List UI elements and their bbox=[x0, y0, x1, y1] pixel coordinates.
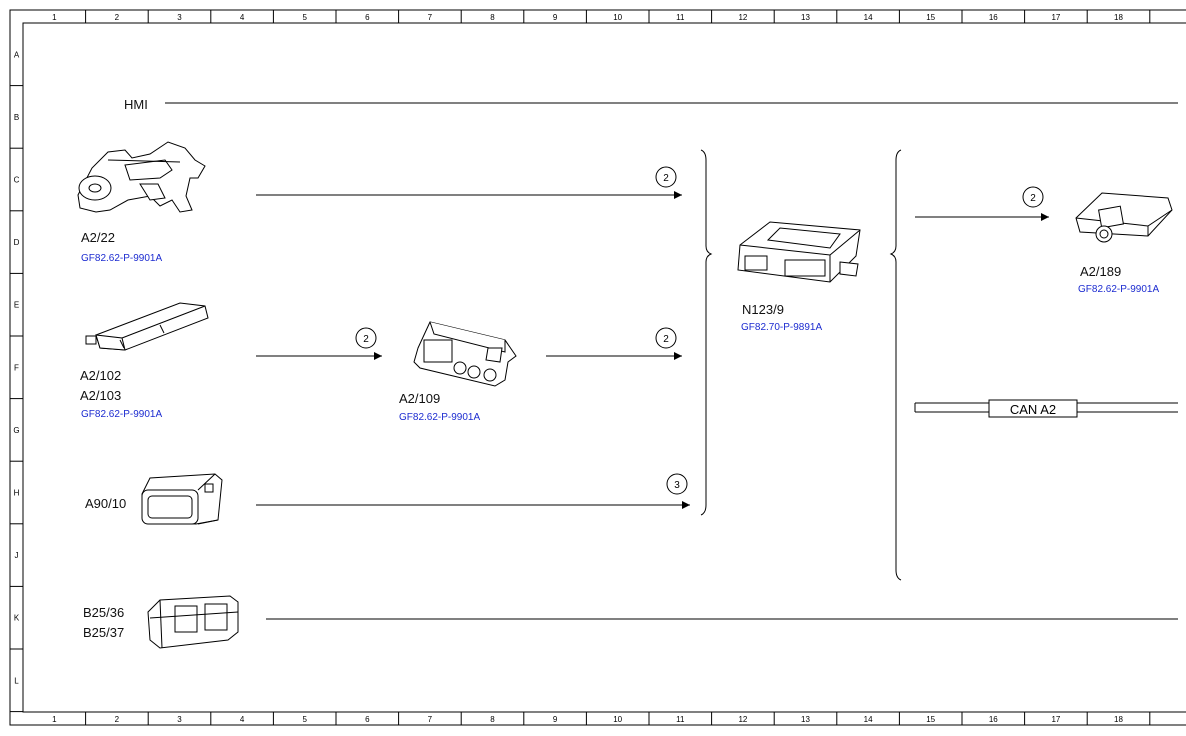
a2-102-component-image bbox=[85, 302, 209, 351]
a2-22-component-image bbox=[77, 141, 206, 213]
grid-row-label: H bbox=[14, 489, 20, 498]
grid-row-label: A bbox=[14, 50, 20, 59]
grid-ticks bbox=[10, 10, 1151, 725]
b25-component-image bbox=[147, 595, 239, 649]
grid-column-label: 11 bbox=[676, 13, 685, 22]
grid-column-label: 17 bbox=[1051, 13, 1060, 22]
grid-column-label: 11 bbox=[676, 715, 685, 724]
a2-102-label: A2/102 bbox=[80, 368, 122, 383]
a2-109-component-image bbox=[413, 321, 517, 387]
grid-labels: 1122334455667788991010111112121313141415… bbox=[13, 13, 1123, 724]
a2-189-component-image bbox=[1075, 192, 1173, 243]
svg-text:2: 2 bbox=[663, 173, 669, 184]
grid-column-label: 8 bbox=[490, 13, 495, 22]
a2-109-ref-link[interactable]: GF82.62-P-9901A bbox=[399, 412, 481, 423]
svg-text:2: 2 bbox=[1030, 193, 1036, 204]
grid-column-label: 14 bbox=[864, 13, 873, 22]
grid-row-label: B bbox=[14, 113, 19, 122]
grid-column-label: 15 bbox=[926, 715, 935, 724]
b25-36-label: B25/36 bbox=[83, 605, 125, 620]
a90-10-label: A90/10 bbox=[85, 496, 127, 511]
grid-row-label: L bbox=[14, 676, 19, 685]
grid-column-label: 13 bbox=[801, 13, 810, 22]
grid-row-label: F bbox=[14, 363, 19, 372]
grid-row-label: G bbox=[13, 426, 19, 435]
a2-189-label: A2/189 bbox=[1080, 264, 1122, 279]
drawing-inner-frame bbox=[22, 22, 1186, 713]
can-label-box bbox=[988, 399, 1078, 418]
grid-column-label: 3 bbox=[177, 13, 182, 22]
can-bus: CAN A2 bbox=[914, 399, 1178, 418]
wire-count-badge: 2 bbox=[655, 327, 677, 349]
wire-count-badge: 2 bbox=[1022, 186, 1044, 208]
hmi-label: HMI bbox=[124, 97, 148, 112]
grid-column-label: 10 bbox=[613, 13, 622, 22]
grid-column-label: 17 bbox=[1051, 715, 1060, 724]
grid-column-label: 18 bbox=[1114, 715, 1123, 724]
grid-column-label: 9 bbox=[553, 13, 558, 22]
grid-column-label: 6 bbox=[365, 715, 370, 724]
grid-column-label: 7 bbox=[428, 715, 433, 724]
wire-count-badge: 3 bbox=[666, 473, 688, 495]
grid-column-label: 2 bbox=[115, 715, 120, 724]
a2-22-label: A2/22 bbox=[81, 230, 115, 245]
a2-22-ref-link[interactable]: GF82.62-P-9901A bbox=[81, 253, 163, 264]
grid-column-label: 12 bbox=[738, 715, 747, 724]
grid-row-label: D bbox=[14, 238, 20, 247]
right-brace bbox=[889, 149, 902, 581]
n123-9-component-image bbox=[737, 221, 861, 283]
n123-9-ref-link[interactable]: GF82.70-P-9891A bbox=[741, 322, 823, 333]
svg-text:2: 2 bbox=[663, 334, 669, 345]
n123-9-label: N123/9 bbox=[742, 302, 784, 317]
a90-10-component-image bbox=[141, 473, 223, 525]
grid-column-label: 4 bbox=[240, 715, 245, 724]
grid-row-label: J bbox=[15, 551, 19, 560]
wire-count-badge: 2 bbox=[655, 166, 677, 188]
grid-column-label: 4 bbox=[240, 13, 245, 22]
grid-row-label: C bbox=[14, 176, 20, 185]
grid-column-label: 7 bbox=[428, 13, 433, 22]
b25-37-label: B25/37 bbox=[83, 625, 125, 640]
a2-189-ref-link[interactable]: GF82.62-P-9901A bbox=[1078, 284, 1160, 295]
grid-column-label: 10 bbox=[613, 715, 622, 724]
can-label: CAN A2 bbox=[1010, 402, 1056, 417]
grid-column-label: 13 bbox=[801, 715, 810, 724]
left-brace bbox=[700, 149, 713, 516]
grid-row-label: E bbox=[14, 301, 19, 310]
grid-column-label: 1 bbox=[52, 715, 57, 724]
wire-count-badge: 2 bbox=[355, 327, 377, 349]
grid-column-label: 14 bbox=[864, 715, 873, 724]
grid-column-label: 16 bbox=[989, 715, 998, 724]
grid-row-label: K bbox=[14, 614, 20, 623]
grid-column-label: 1 bbox=[52, 13, 57, 22]
grid-column-label: 16 bbox=[989, 13, 998, 22]
svg-text:3: 3 bbox=[674, 480, 680, 491]
grid-column-label: 6 bbox=[365, 13, 370, 22]
grid-column-label: 8 bbox=[490, 715, 495, 724]
grid-column-label: 5 bbox=[302, 715, 307, 724]
grid-column-label: 12 bbox=[738, 13, 747, 22]
a2-109-label: A2/109 bbox=[399, 391, 441, 406]
grid-column-label: 5 bbox=[302, 13, 307, 22]
grid-column-label: 2 bbox=[115, 13, 120, 22]
svg-text:2: 2 bbox=[363, 334, 369, 345]
a2-103-label: A2/103 bbox=[80, 388, 122, 403]
grid-column-label: 15 bbox=[926, 13, 935, 22]
drawing-frame bbox=[9, 9, 1186, 726]
grid-column-label: 9 bbox=[553, 715, 558, 724]
a2-102-ref-link[interactable]: GF82.62-P-9901A bbox=[81, 409, 163, 420]
grid-column-label: 18 bbox=[1114, 13, 1123, 22]
grid-column-label: 3 bbox=[177, 715, 182, 724]
